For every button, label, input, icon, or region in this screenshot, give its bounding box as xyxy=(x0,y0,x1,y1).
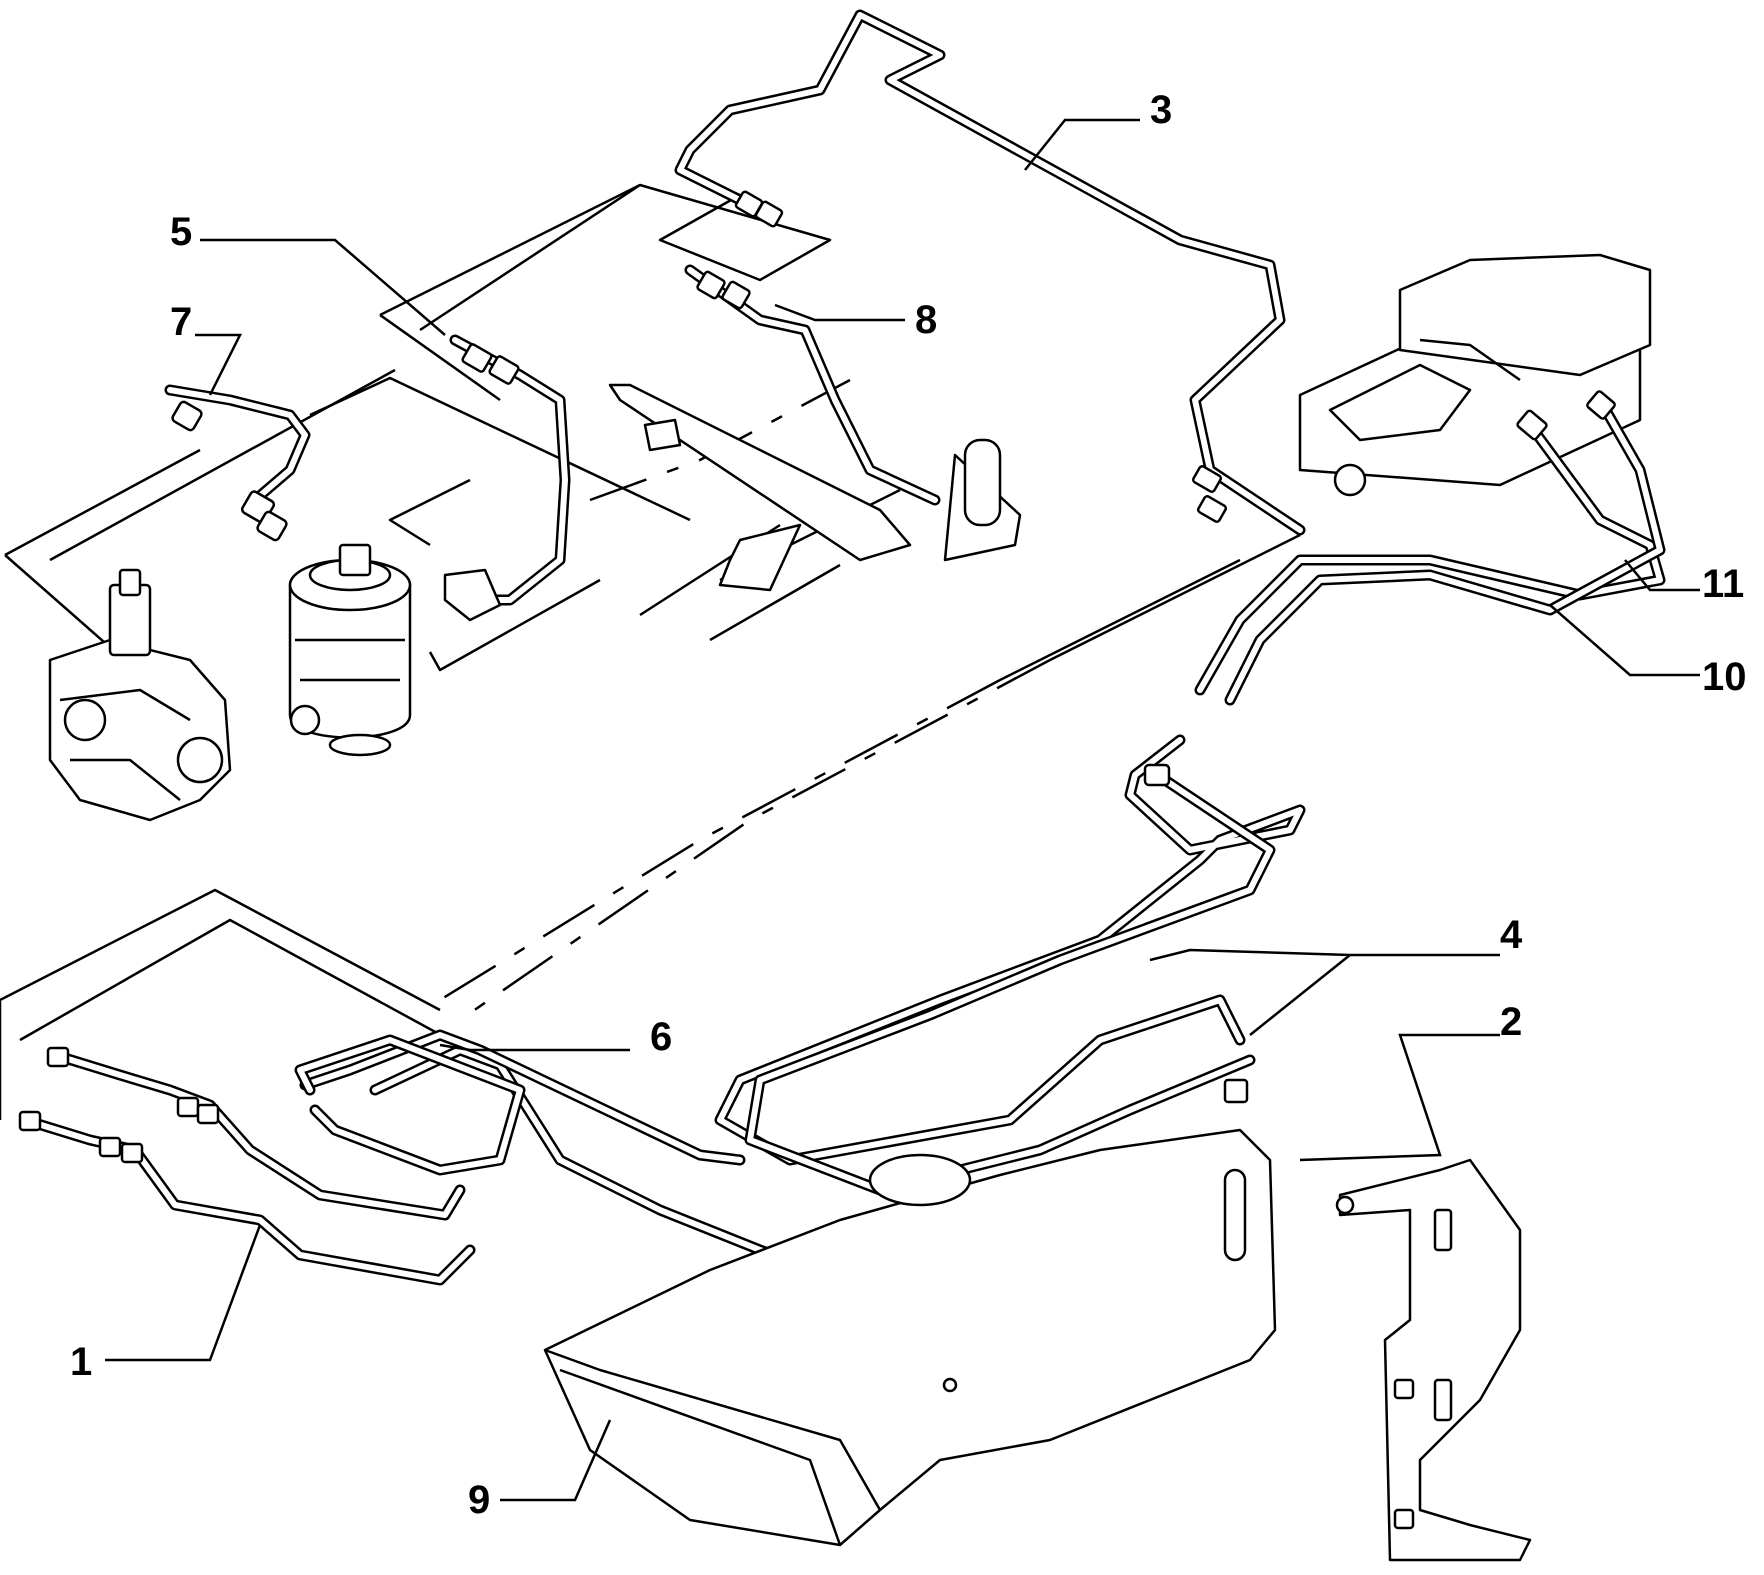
fuel-pipe-10-11 xyxy=(1194,390,1666,706)
callout-7: 7 xyxy=(170,300,192,344)
callout-9: 9 xyxy=(468,1478,490,1522)
fuel-tank-shield-9 xyxy=(543,1128,1277,1547)
mounting-bracket-2 xyxy=(1335,1158,1532,1562)
fuel-pipe-4 xyxy=(714,734,1306,1204)
fuel-pipe-8 xyxy=(608,264,1022,592)
callout-8: 8 xyxy=(915,298,937,342)
callout-labels: 1 2 3 4 5 6 7 8 9 10 11 xyxy=(70,88,1747,1522)
fuel-pipe-7 xyxy=(164,384,311,542)
callout-2: 2 xyxy=(1500,1000,1522,1044)
callout-6: 6 xyxy=(650,1015,672,1059)
callout-4: 4 xyxy=(1500,913,1523,957)
fuel-pipe-3 xyxy=(674,9,1306,536)
callout-3: 3 xyxy=(1150,88,1172,132)
callout-5: 5 xyxy=(170,210,192,254)
fuel-filter xyxy=(288,543,412,757)
reference-lines xyxy=(0,178,1301,1120)
high-pressure-pump xyxy=(48,568,232,822)
callout-11: 11 xyxy=(1702,562,1744,606)
callout-1: 1 xyxy=(70,1340,92,1384)
callout-10: 10 xyxy=(1702,655,1747,699)
fuel-pipe-1 xyxy=(18,1046,476,1286)
leader-lines xyxy=(105,118,1700,1502)
control-unit-bracket xyxy=(1298,253,1652,497)
fuel-pipe-5 xyxy=(443,334,571,622)
